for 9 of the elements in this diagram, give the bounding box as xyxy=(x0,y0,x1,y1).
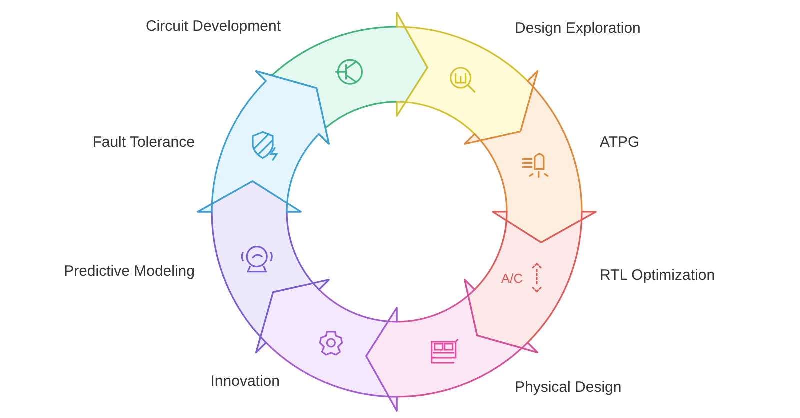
step-label: Predictive Modeling xyxy=(64,263,195,281)
step-label: Circuit Development xyxy=(146,18,281,36)
step-label: RTL Optimization xyxy=(600,267,716,285)
step-label: Physical Design xyxy=(515,379,622,397)
step-label: Design Exploration xyxy=(515,20,641,38)
step-label: ATPG xyxy=(600,134,640,152)
icon-text: A/C xyxy=(501,270,523,286)
step-label: Innovation xyxy=(210,373,280,391)
step-label: Fault Tolerance xyxy=(92,134,195,152)
